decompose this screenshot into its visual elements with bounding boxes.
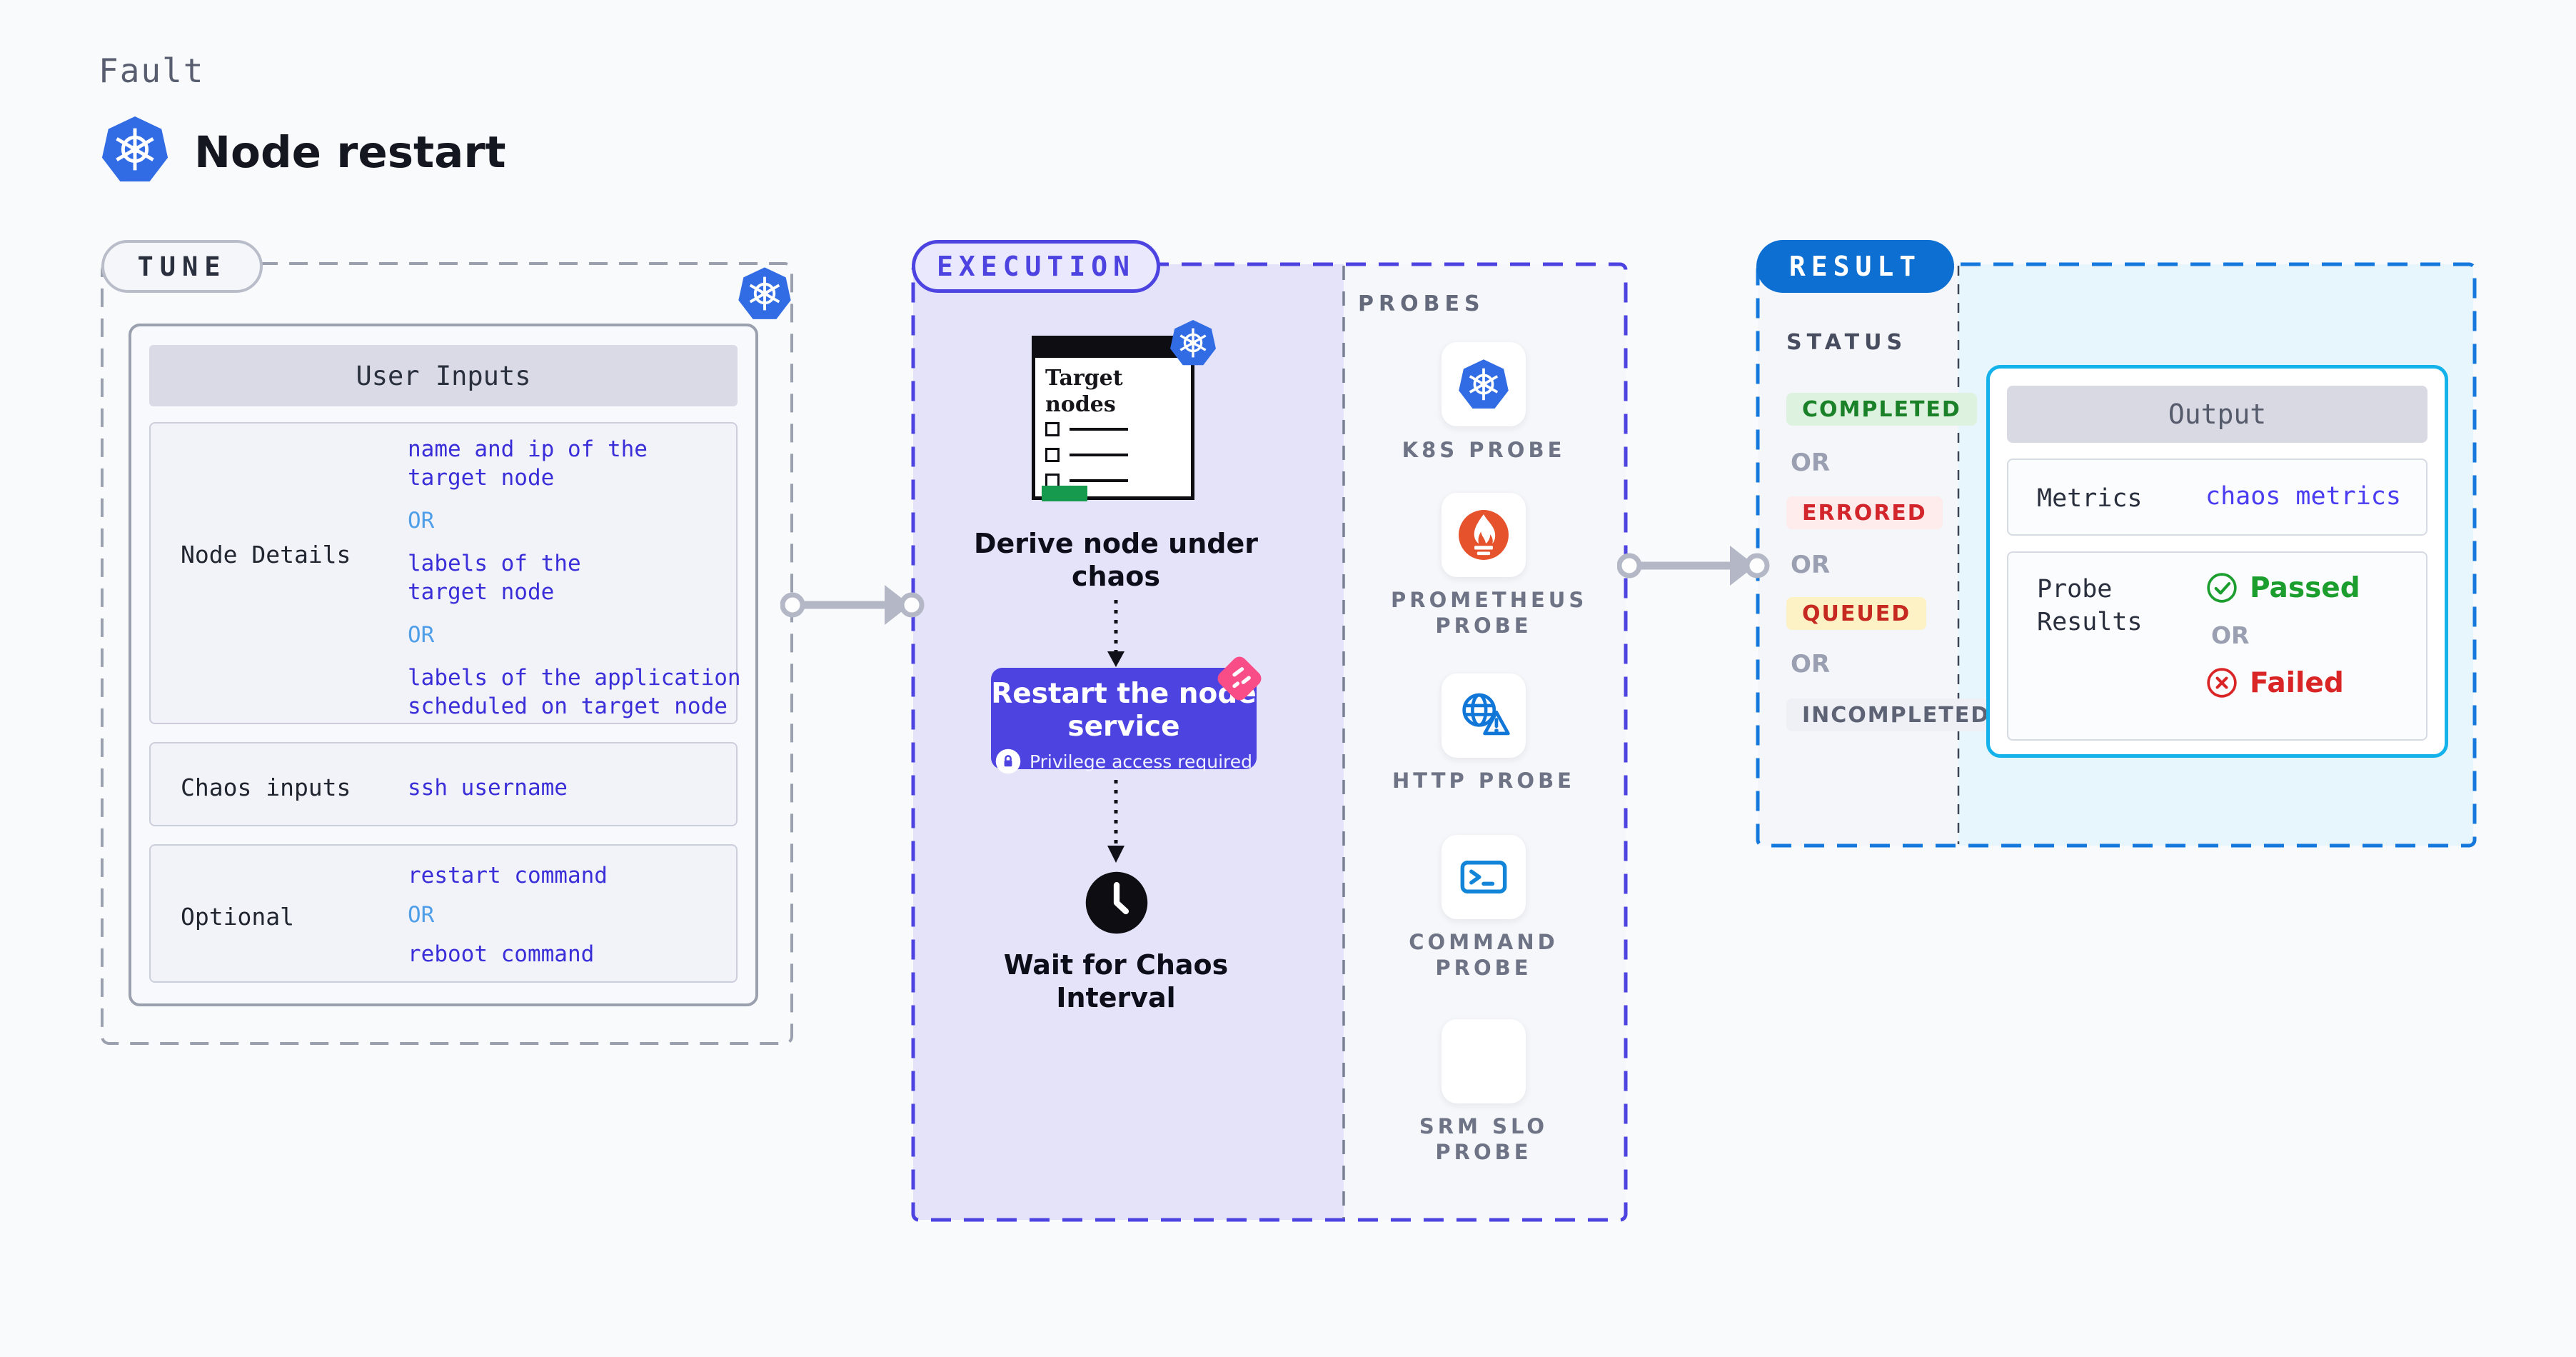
or-separator: OR <box>408 902 435 928</box>
value-line: scheduled on target node <box>408 693 728 719</box>
wait-chaos-interval-label: Wait for Chaos Interval <box>1003 949 1229 1013</box>
probe-card-command <box>1442 835 1526 919</box>
tune-row-optional: Optional restart command OR reboot comma… <box>149 844 738 983</box>
tune-row-chaos-inputs: Chaos inputs ssh username <box>149 742 738 826</box>
kubernetes-icon <box>1169 319 1217 367</box>
status-badge-completed: COMPLETED <box>1786 393 1977 426</box>
metrics-label: Metrics <box>2037 484 2143 513</box>
tune-section-border <box>101 262 793 1045</box>
status-badge-queued: QUEUED <box>1786 597 1927 630</box>
probe-label: HTTP PROBE <box>1392 768 1575 793</box>
execution-section-badge: EXECUTION <box>912 240 1160 293</box>
or-separator: OR <box>408 622 435 648</box>
flow-arrow-down <box>1107 600 1125 667</box>
or-separator: OR <box>408 508 435 534</box>
probe-results-values: Passed OR Failed <box>2205 571 2360 699</box>
lock-icon <box>995 748 1021 774</box>
value-line: name and ip of the <box>408 436 648 462</box>
or-separator: OR <box>2211 621 2250 649</box>
status-badge-errored: ERRORED <box>1786 496 1943 529</box>
target-nodes-illustration: Target nodes <box>1032 336 1194 500</box>
probes-header: PROBES <box>1358 291 1485 316</box>
restart-node-service-step: Restart the node service Privilege acces… <box>991 668 1257 769</box>
status-badge-incompleted: INCOMPLETED <box>1786 698 2006 731</box>
http-globe-warning-icon <box>1456 688 1511 743</box>
check-circle-icon <box>2205 571 2238 604</box>
row-label: Optional <box>181 903 294 931</box>
user-inputs-header: User Inputs <box>149 345 738 406</box>
x-circle-icon <box>2205 666 2238 699</box>
failed-label: Failed <box>2250 666 2344 699</box>
flow-arrow-down <box>1107 780 1125 863</box>
chaos-pink-badge-icon <box>1208 647 1271 710</box>
row-label: Node Details <box>181 541 351 569</box>
fault-eyebrow-label: Fault <box>99 51 205 90</box>
list-line <box>1070 428 1128 431</box>
output-row-probe-results: Probe Results Passed OR Failed <box>2007 551 2427 741</box>
tune-row-node-details: Node Details name and ip of the target n… <box>149 422 741 724</box>
window-title-bar <box>1035 339 1191 358</box>
value-line: target node <box>408 579 555 605</box>
list-line <box>1070 479 1128 482</box>
checkbox-row <box>1045 448 1128 462</box>
arrow-execution-to-result <box>1617 546 1770 586</box>
user-inputs-card: User Inputs Node Details name and ip of … <box>129 324 758 1006</box>
row-values: name and ip of the target node OR labels… <box>408 435 758 721</box>
result-section-badge: RESULT <box>1756 240 1954 293</box>
kubernetes-icon <box>737 266 793 321</box>
clock-icon <box>1084 870 1149 936</box>
probe-card-srm-slo <box>1442 1019 1526 1103</box>
privilege-note: Privilege access required <box>991 748 1257 774</box>
probe-label: COMMAND PROBE <box>1409 930 1559 980</box>
checkbox-row <box>1045 422 1128 436</box>
target-nodes-title: Target nodes <box>1045 366 1123 417</box>
output-card: Output Metrics chaos metrics Probe Resul… <box>1986 365 2448 758</box>
arrow-tune-to-execution <box>780 585 925 625</box>
terminal-icon <box>1456 849 1511 905</box>
or-separator: OR <box>1791 551 1831 579</box>
row-values: ssh username <box>408 773 758 802</box>
probe-label: K8S PROBE <box>1402 438 1566 462</box>
probe-card-prometheus <box>1442 493 1526 577</box>
green-button-shape <box>1042 486 1087 501</box>
value-line: restart command <box>408 863 608 888</box>
kubernetes-icon <box>1457 358 1510 411</box>
output-header: Output <box>2007 386 2427 443</box>
value-line: ssh username <box>408 775 568 801</box>
probe-card-http <box>1442 674 1526 758</box>
checkbox-icon <box>1045 448 1060 462</box>
list-line <box>1070 454 1128 456</box>
row-label: Chaos inputs <box>181 773 351 801</box>
probe-label: SRM SLO PROBE <box>1419 1114 1549 1164</box>
checkbox-icon <box>1045 422 1060 436</box>
passed-label: Passed <box>2250 571 2360 604</box>
failed-row: Failed <box>2205 666 2360 699</box>
restart-step-title: Restart the node service <box>991 678 1257 743</box>
derive-node-step-label: Derive node under chaos <box>973 528 1259 592</box>
slo-pie-check-icon <box>1456 1033 1511 1089</box>
or-separator: OR <box>1791 650 1831 678</box>
probe-card-k8s <box>1442 342 1526 426</box>
probe-label: PROMETHEUS PROBE <box>1391 588 1588 638</box>
prometheus-icon <box>1456 508 1511 562</box>
metrics-value: chaos metrics <box>2205 482 2401 511</box>
value-line: reboot command <box>408 941 595 967</box>
value-line: labels of the application <box>408 665 741 691</box>
row-values: restart command OR reboot command <box>408 861 758 968</box>
passed-row: Passed <box>2205 571 2360 604</box>
page-title: Node restart <box>194 127 506 178</box>
value-line: target node <box>408 465 555 491</box>
tune-section-badge: TUNE <box>101 240 263 293</box>
value-line: labels of the <box>408 551 581 576</box>
privilege-note-text: Privilege access required <box>1029 751 1253 772</box>
output-row-metrics: Metrics chaos metrics <box>2007 459 2427 536</box>
kubernetes-icon <box>100 114 170 184</box>
probe-results-label: Probe Results <box>2037 575 2143 636</box>
status-header: STATUS <box>1786 330 1908 355</box>
or-separator: OR <box>1791 449 1831 477</box>
